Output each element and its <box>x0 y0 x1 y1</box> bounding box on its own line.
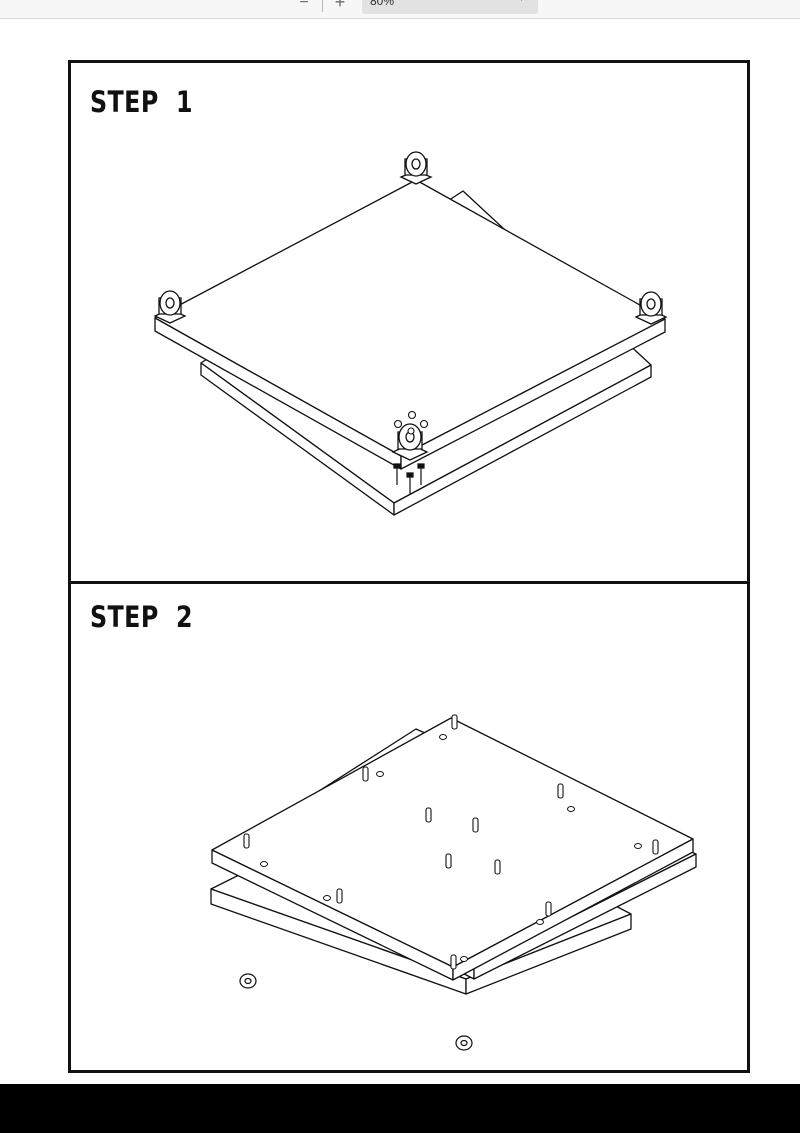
caster-icon <box>636 292 666 324</box>
pdf-toolbar: − + 80% ▾ <box>0 0 800 19</box>
step-2-illustration <box>71 584 747 1070</box>
zoom-out-button[interactable]: − <box>299 0 309 11</box>
caster-icon <box>155 291 185 323</box>
caster-icon <box>240 974 256 988</box>
top-board-front <box>453 839 693 980</box>
caster-icon <box>393 424 427 460</box>
dowel-icon <box>244 715 658 969</box>
main-board-front <box>401 319 665 469</box>
screw-icon <box>394 464 424 494</box>
viewer-bottom-bar <box>0 1084 800 1133</box>
dowel-hole-icon <box>261 735 642 962</box>
caster-icon <box>401 152 431 184</box>
nut-icon <box>395 412 428 435</box>
zoom-in-button[interactable]: + <box>334 0 346 12</box>
middle-board-front <box>474 854 696 979</box>
zoom-level-select[interactable]: 80% ▾ <box>362 0 538 14</box>
document-page: STEP 1 <box>68 60 750 1073</box>
step-1-illustration <box>71 63 747 581</box>
caster-icon <box>456 1036 472 1050</box>
step-2-heading: STEP 2 <box>90 600 193 634</box>
rear-board-front <box>394 365 651 515</box>
step-divider <box>71 581 747 584</box>
lower-board-front <box>466 914 631 994</box>
chevron-down-icon: ▾ <box>519 0 524 4</box>
step-1-heading: STEP 1 <box>90 85 193 119</box>
toolbar-separator <box>322 0 323 12</box>
zoom-level-value: 80% <box>370 0 395 8</box>
